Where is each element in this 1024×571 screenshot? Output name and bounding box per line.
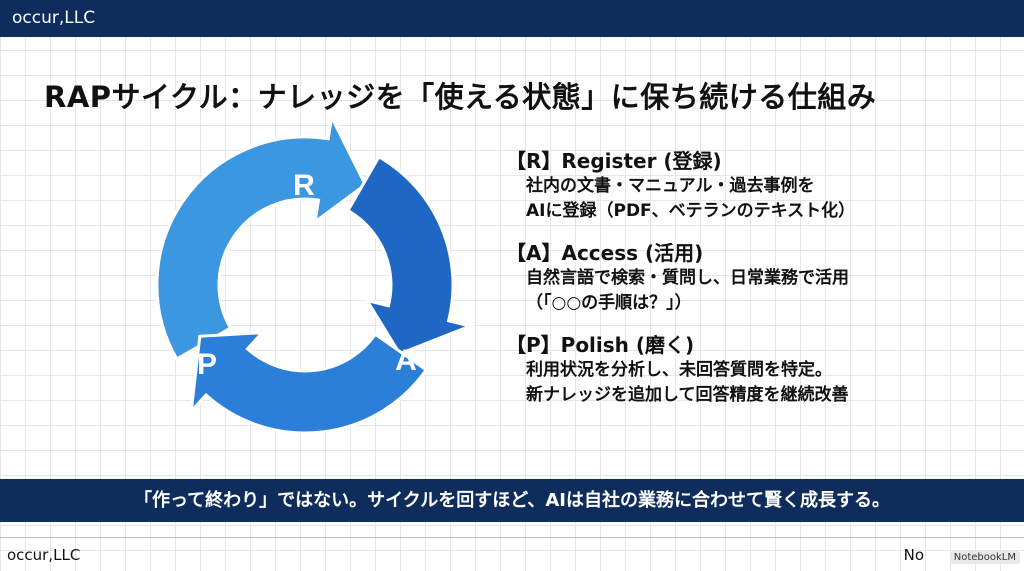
section-heading: 【R】Register (登録) [506,149,722,173]
section-polish: 【P】Polish (磨く) 利用状況を分析し、未回答質問を特定。 新ナレッジを… [506,332,855,408]
section-register: 【R】Register (登録) 社内の文書・マニュアル・過去事例を AIに登録… [506,148,856,224]
section-heading: 【P】Polish (磨く) [506,333,695,357]
page-title: RAPサイクル：ナレッジを「使える状態」に保ち続ける仕組み [44,80,877,114]
section-line: 社内の文書・マニュアル・過去事例を [526,176,815,196]
header-bar: occur,LLC [0,0,1024,37]
rap-descriptions: 【R】Register (登録) 社内の文書・マニュアル・過去事例を AIに登録… [506,148,856,424]
summary-banner: 「作って終わり」ではない。サイクルを回すほど、AIは自社の業務に合わせて賢く成長… [0,479,1024,522]
cycle-arrow-p [189,330,429,435]
footer-divider [0,537,1024,538]
section-line: AIに登録（PDF、ベテランのテキスト化） [526,201,856,221]
section-line: 新ナレッジを追加して回答精度を継続改善 [526,385,849,405]
footer-page: No [903,546,924,564]
rap-cycle-diagram: R A P [155,120,475,435]
section-line: （「○○の手順は？」） [526,293,692,313]
cycle-arrow-a [345,154,475,356]
cycle-label-a: A [395,344,417,377]
section-line: 自然言語で検索・質問し、日常業務で活用 [526,268,849,288]
notebooklm-watermark: NotebookLM [949,551,1020,564]
cycle-label-r: R [293,169,315,202]
cycle-arrow-r [155,120,368,362]
footer-company: occur,LLC [7,546,81,564]
company-name: occur,LLC [12,8,96,28]
section-line: 利用状況を分析し、未回答質問を特定。 [526,360,832,380]
cycle-label-p: P [197,348,217,381]
section-access: 【A】Access (活用) 自然言語で検索・質問し、日常業務で活用 （「○○の… [506,240,855,316]
section-heading: 【A】Access (活用) [506,241,704,265]
